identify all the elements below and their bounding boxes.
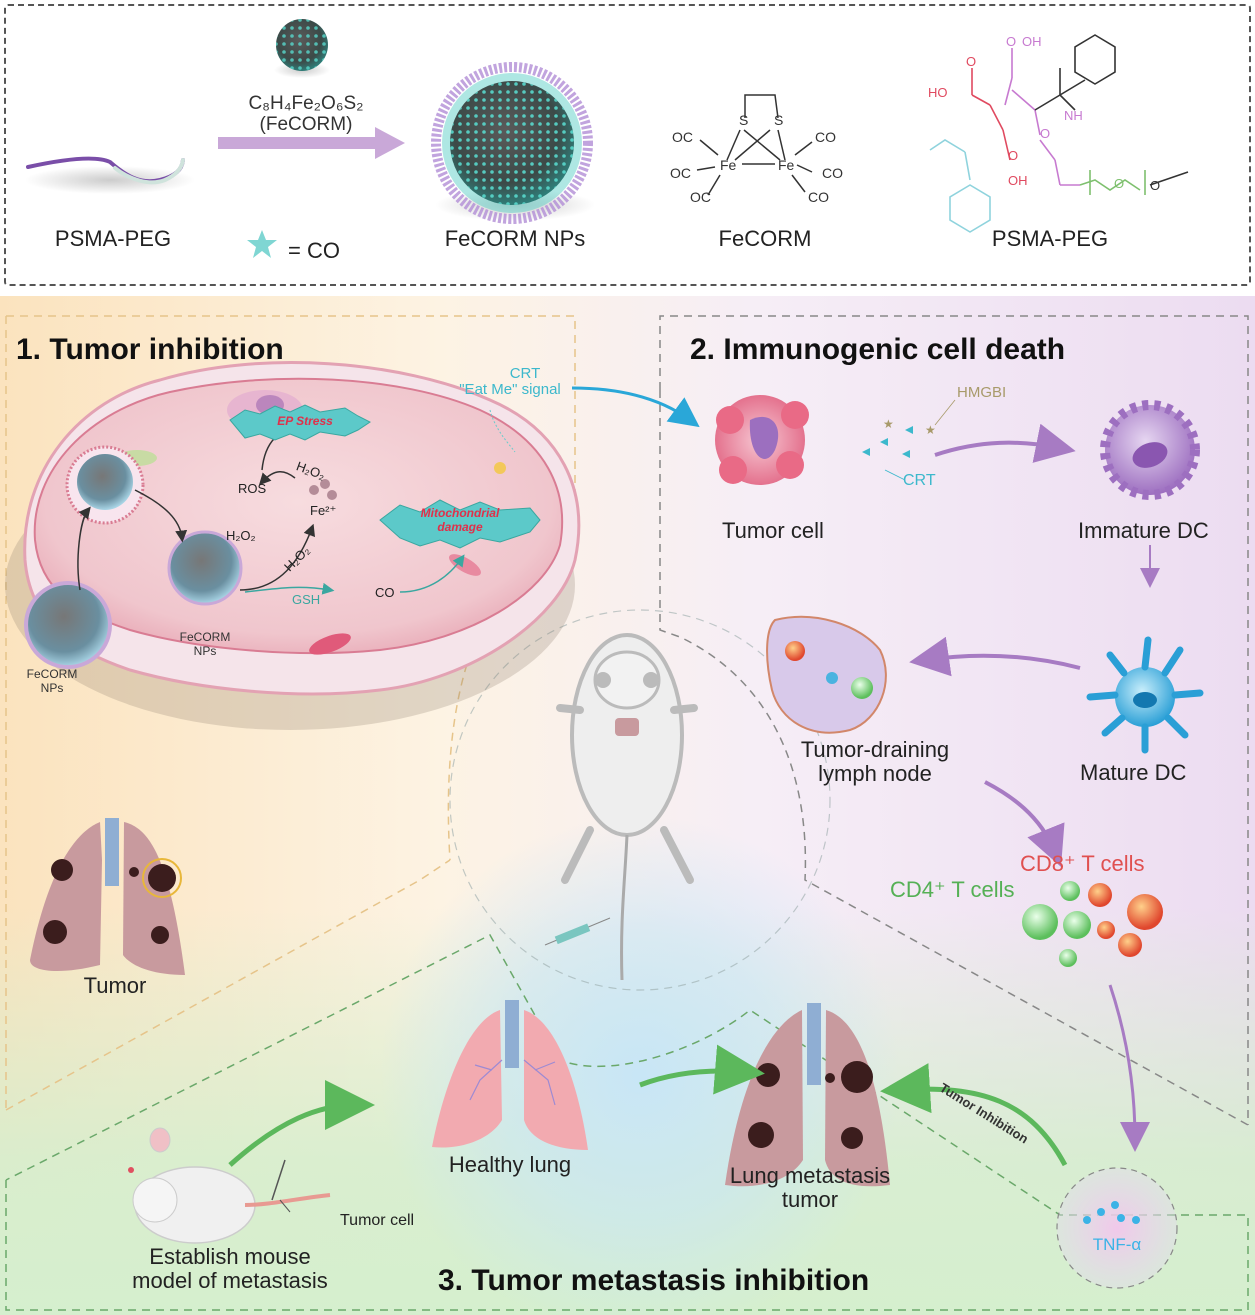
fecorm-structure-label: FeCORM <box>718 226 812 251</box>
co-label: CO <box>375 585 395 600</box>
tnf-alpha-label: TNF-α <box>1092 1235 1142 1254</box>
np-inner-line2: NPs <box>193 644 217 658</box>
mito-damage-line1: Mitochondrial <box>420 506 500 520</box>
mito-damage-line2: damage <box>437 520 483 534</box>
mitochondrial-damage-badge <box>379 499 541 549</box>
np-outer-line2: NPs <box>40 681 64 695</box>
panel2-border <box>659 315 1249 1125</box>
tnf-alpha-circle <box>1056 1167 1178 1289</box>
hmgbi-label: HMGBI <box>957 384 1007 401</box>
tumor-cell-injection-label: Tumor cell <box>340 1212 415 1229</box>
gsh-label: GSH <box>292 592 321 607</box>
fe-ion-label: Fe²⁺ <box>310 503 337 518</box>
svg-text:★: ★ <box>883 417 894 431</box>
t-cells-cluster-icon <box>1022 881 1163 967</box>
reagent-formula: C₈H₄Fe₂O₆S₂ <box>248 93 364 114</box>
svg-text:Fe: Fe <box>778 157 795 173</box>
crt-released-label: CRT <box>903 472 936 489</box>
fecorm-np-outer-icon <box>24 581 112 669</box>
panel3-title: 3. Tumor metastasis inhibition <box>438 1264 870 1297</box>
lymph-node-icon <box>766 615 887 734</box>
metastasis-line1: Lung metastasis <box>729 1163 891 1188</box>
svg-text:★: ★ <box>925 423 936 437</box>
svg-text:OC: OC <box>690 189 711 205</box>
metastasis-lungs-icon <box>725 1003 890 1187</box>
svg-text:HO: HO <box>928 85 948 100</box>
ros-label: ROS <box>238 481 267 496</box>
polymer-strand-icon <box>25 156 195 194</box>
mature-dc-label: Mature DC <box>1080 760 1187 785</box>
svg-text:O: O <box>1006 34 1016 49</box>
product-label: FeCORM NPs <box>444 226 586 251</box>
metastasis-model-mouse-icon <box>128 1127 331 1244</box>
co-legend-text: = CO <box>288 238 340 263</box>
crt-hmgb-particles: ★ ★ <box>862 417 936 458</box>
fecorm-np-endosome-icon <box>65 445 145 525</box>
psma-peg-structure-label: PSMA-PEG <box>991 226 1109 251</box>
tumor-label: Tumor <box>83 973 147 998</box>
fecorm-nanoparticle-icon <box>431 62 595 224</box>
tumor-lungs-icon <box>30 818 185 975</box>
cd4-t-cells-label: CD4⁺ T cells <box>890 877 1015 902</box>
svg-text:OH: OH <box>1008 173 1028 188</box>
establish-line2: model of metastasis <box>132 1268 328 1293</box>
panel2-title: 2. Immunogenic cell death <box>690 333 1066 366</box>
svg-text:OC: OC <box>672 129 693 145</box>
lymph-node-line1: Tumor-draining <box>800 737 950 762</box>
tumor-cell-illustration <box>5 361 581 730</box>
reactant-label: PSMA-PEG <box>54 226 172 251</box>
cd8-t-cells-label: CD8⁺ T cells <box>1020 851 1145 876</box>
tumor-cell-syringe-icon <box>271 1159 291 1213</box>
dying-tumor-cell-icon <box>715 395 809 485</box>
establish-line1: Establish mouse <box>149 1244 311 1269</box>
svg-text:NH: NH <box>1064 108 1083 123</box>
svg-text:O: O <box>1008 148 1018 163</box>
svg-text:OH: OH <box>1022 34 1042 49</box>
syringe-icon <box>544 917 611 946</box>
metastasis-line2: tumor <box>781 1187 839 1212</box>
svg-text:O: O <box>1040 126 1050 141</box>
mature-dc-icon <box>1086 636 1204 754</box>
np-inner-line1: FeCORM <box>179 630 231 644</box>
healthy-lung-label: Healthy lung <box>448 1152 572 1177</box>
eat-me-signal-label: "Eat Me" signal <box>459 381 561 398</box>
psma-peg-structure-icon <box>929 34 1189 233</box>
svg-text:O: O <box>966 54 976 69</box>
reagent-name: (FeCORM) <box>259 114 353 135</box>
synthesis-graphics: S S Fe Fe OC OC OC CO CO CO <box>25 19 1189 258</box>
svg-text:CO: CO <box>815 129 836 145</box>
co-star-icon <box>247 230 277 258</box>
fecorm-particle-icon <box>274 19 330 78</box>
panel1-border <box>6 315 576 516</box>
h2o2-mid-label: H₂O₂ <box>226 528 256 543</box>
fecorm-np-inner-icon <box>167 530 243 606</box>
ep-stress-label: EP Stress <box>277 414 333 428</box>
immature-dc-label: Immature DC <box>1078 518 1209 543</box>
svg-text:Fe: Fe <box>720 157 737 173</box>
tumor-cell-label: Tumor cell <box>722 518 824 543</box>
svg-text:CO: CO <box>822 165 843 181</box>
svg-text:S: S <box>739 112 748 128</box>
svg-text:S: S <box>774 112 783 128</box>
healthy-lungs-icon <box>432 1000 588 1150</box>
fecorm-structure-icon <box>696 94 813 196</box>
panel1-title: 1. Tumor inhibition <box>16 333 284 366</box>
ep-stress-badge <box>229 404 371 441</box>
synthesis-arrow-icon <box>218 127 405 159</box>
treated-mouse-icon <box>556 633 698 981</box>
immature-dc-icon <box>1100 400 1200 500</box>
np-outer-line1: FeCORM <box>26 667 78 681</box>
svg-text:O: O <box>1114 176 1124 191</box>
svg-text:OC: OC <box>670 165 691 181</box>
crt-label: CRT <box>509 365 541 382</box>
svg-text:O: O <box>1150 178 1160 193</box>
lymph-node-line2: lymph node <box>818 761 932 786</box>
svg-text:CO: CO <box>808 189 829 205</box>
